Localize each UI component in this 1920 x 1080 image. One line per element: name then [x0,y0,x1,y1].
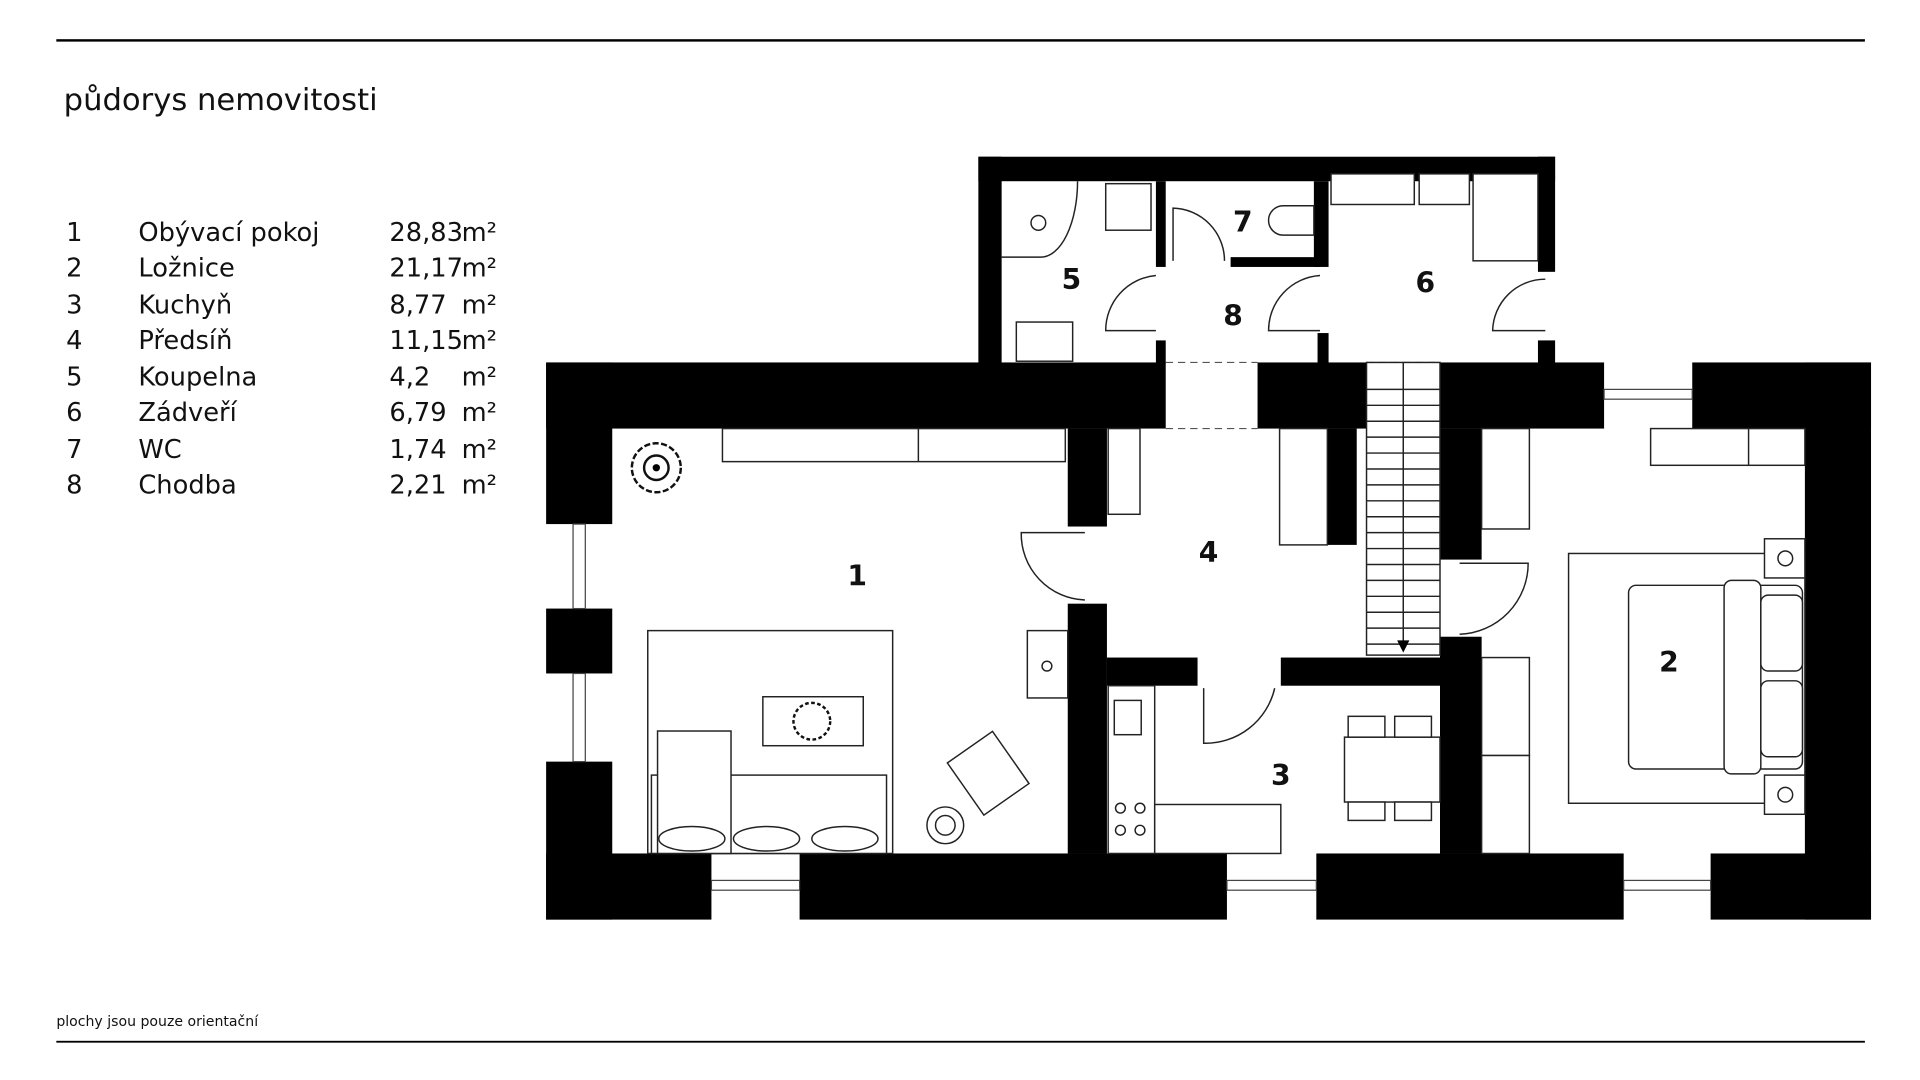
room-label-3: 3 [1271,759,1291,792]
room-labels: 1 2 3 4 5 6 7 8 [847,205,1678,791]
room-label-4: 4 [1199,536,1219,569]
stair-arrow-icon [1397,640,1410,653]
door-bathroom [1104,274,1156,332]
legend-name: Kuchyň [138,290,232,320]
legend-area: 2,21 [389,470,446,500]
doors [1020,207,1546,745]
door-bedroom [1459,562,1529,636]
legend-num: 6 [66,398,82,428]
bottom-rule [56,1040,1865,1043]
door-living [1020,531,1085,601]
legend-num: 7 [66,435,82,465]
legend-name: WC [138,435,181,465]
legend-area: 28,83 [389,218,463,248]
legend-area: 8,77 [389,290,446,320]
room-label-2: 2 [1659,646,1679,679]
legend-unit: m² [462,254,497,284]
room-label-7: 7 [1233,205,1253,238]
legend-name: Předsíň [138,326,232,356]
legend-num: 1 [66,218,82,248]
legend-name: Ložnice [138,254,234,284]
legend-unit: m² [462,363,497,393]
door-hall-entry [1267,274,1321,332]
legend-num: 8 [66,470,82,500]
staircase [1365,361,1441,656]
door-kitchen [1202,687,1276,745]
room-label-8: 8 [1223,300,1243,333]
door-entrance [1491,278,1546,332]
legend-unit: m² [462,435,497,465]
legend: 1 Obývací pokoj 28,83 m² 2 Ložnice 21,17… [66,218,497,500]
room-label-6: 6 [1416,267,1436,300]
legend-name: Koupelna [138,363,257,393]
walls [546,156,1872,920]
plant-icon [630,442,683,494]
room-label-1: 1 [847,559,867,592]
legend-name: Obývací pokoj [138,218,319,248]
windows [572,388,1712,891]
legend-name: Zádveří [138,398,237,428]
legend-num: 4 [66,326,82,356]
top-rule [56,39,1865,42]
bed-icon [1627,579,1804,775]
room-label-5: 5 [1062,263,1082,296]
legend-area: 11,15 [389,326,463,356]
legend-num: 5 [66,363,82,393]
legend-unit: m² [462,326,497,356]
page-title: půdorys nemovitosti [64,83,378,118]
legend-num: 2 [66,254,82,284]
legend-area: 1,74 [389,435,446,465]
legend-unit: m² [462,470,497,500]
legend-num: 3 [66,290,82,320]
legend-name: Chodba [138,470,236,500]
legend-area: 21,17 [389,254,463,284]
furniture [630,173,1806,855]
legend-unit: m² [462,290,497,320]
legend-area: 4,2 [389,363,430,393]
legend-unit: m² [462,218,497,248]
footer-note: plochy jsou pouze orientační [56,1014,259,1030]
legend-unit: m² [462,398,497,428]
legend-area: 6,79 [389,398,446,428]
door-wc [1172,207,1226,261]
